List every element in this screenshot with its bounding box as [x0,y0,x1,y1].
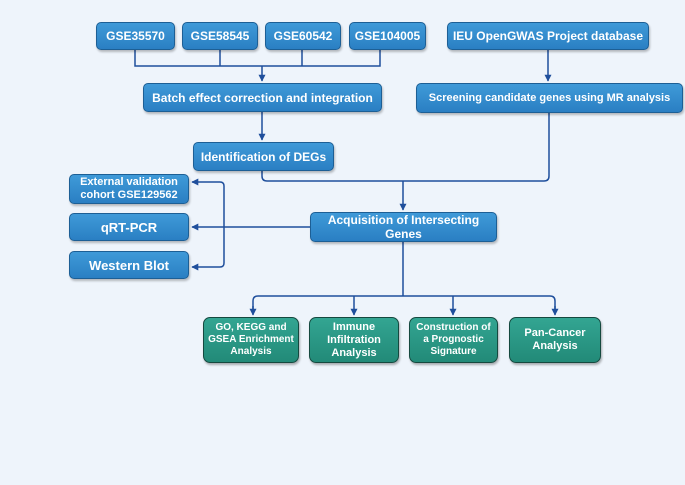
dataset-gse104005: GSE104005 [349,22,426,50]
pan-cancer-box: Pan-Cancer Analysis [509,317,601,363]
prognostic-signature-label: Construction of a Prognostic Signature [416,322,491,357]
batch-correction-box: Batch effect correction and integration [143,83,382,112]
enrichment-analysis-label: GO, KEGG and GSEA Enrichment Analysis [208,322,294,357]
dataset-label: GSE58545 [190,29,250,43]
line-gse1-merge [134,50,381,67]
qrtpcr-label: qRT-PCR [100,219,158,235]
batch-correction-label: Batch effect correction and integration [152,90,373,105]
degs-box: Identification of DEGs [193,142,334,171]
line-degs-merge [261,113,550,182]
dataset-label: GSE104005 [354,29,421,43]
degs-label: Identification of DEGs [200,149,327,164]
mr-analysis-label: Screening candidate genes using MR analy… [428,91,671,104]
mr-analysis-box: Screening candidate genes using MR analy… [416,83,683,113]
line-analyses-bus [252,295,556,313]
intersecting-genes-label: Acquisition of Intersecting Genes [327,213,480,241]
line-validation-branch [191,178,225,227]
arrow-to-western [191,227,225,271]
external-validation-box: External validation cohort GSE129562 [69,174,189,204]
external-validation-label: External validation cohort GSE129562 [80,176,178,201]
dataset-label: GSE60542 [273,29,333,43]
western-blot-box: Western Blot [69,251,189,279]
dataset-gse60542: GSE60542 [265,22,341,50]
pan-cancer-label: Pan-Cancer Analysis [524,327,586,352]
western-blot-label: Western Blot [89,257,169,273]
database-box: IEU OpenGWAS Project database [447,22,649,50]
qrtpcr-box: qRT-PCR [69,213,189,241]
dataset-label: GSE35570 [106,29,165,43]
dataset-gse58545: GSE58545 [182,22,258,50]
intersecting-genes-box: Acquisition of Intersecting Genes [310,212,497,242]
database-label: IEU OpenGWAS Project database [452,29,644,43]
immune-infiltration-box: Immune Infiltration Analysis [309,317,399,363]
enrichment-analysis-box: GO, KEGG and GSEA Enrichment Analysis [203,317,299,363]
immune-infiltration-label: Immune Infiltration Analysis [327,320,381,359]
dataset-gse35570: GSE35570 [96,22,175,50]
prognostic-signature-box: Construction of a Prognostic Signature [409,317,498,363]
